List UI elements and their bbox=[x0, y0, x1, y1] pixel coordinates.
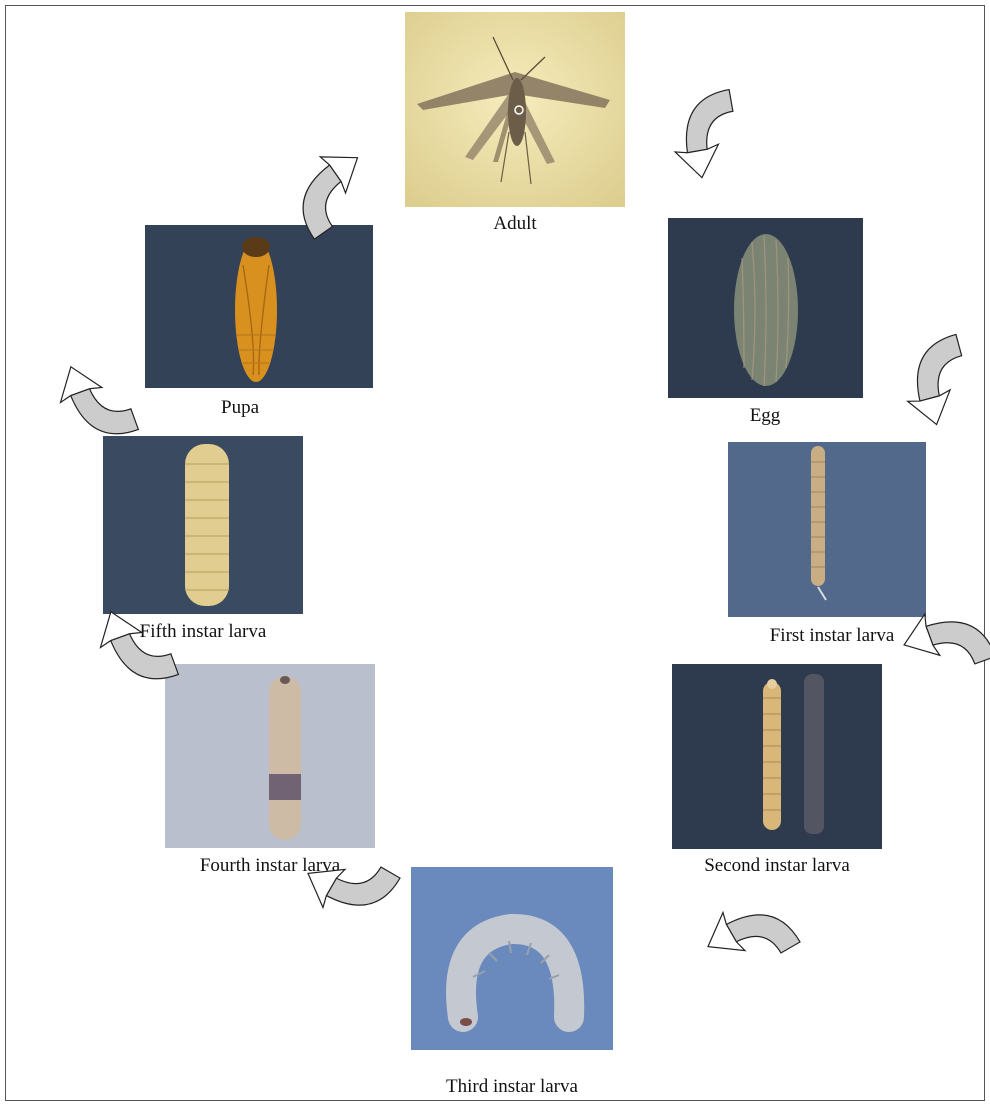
arrow-second-to-third bbox=[670, 880, 790, 1000]
second-instar-label: Second instar larva bbox=[672, 855, 882, 877]
adult-label: Adult bbox=[455, 213, 575, 235]
pupa-photo bbox=[145, 225, 373, 388]
egg-label: Egg bbox=[705, 405, 825, 427]
adult-photo bbox=[405, 12, 625, 207]
fourth-instar-photo bbox=[165, 664, 375, 848]
third-instar-photo bbox=[411, 867, 613, 1050]
arrow-third-to-fourth bbox=[235, 860, 385, 1000]
egg-photo bbox=[668, 218, 863, 398]
second-instar-photo bbox=[672, 664, 882, 849]
third-instar-label: Third instar larva bbox=[411, 1076, 613, 1098]
pupa-label: Pupa bbox=[180, 397, 300, 419]
arrow-egg-to-first bbox=[888, 330, 990, 440]
arrow-first-to-second bbox=[895, 590, 990, 720]
fifth-instar-photo bbox=[103, 436, 303, 614]
arrow-adult-to-egg bbox=[650, 80, 770, 200]
arrow-pupa-to-adult bbox=[250, 80, 370, 200]
arrow-fourth-to-fifth bbox=[12, 595, 132, 725]
arrow-fifth-to-pupa bbox=[12, 330, 122, 460]
